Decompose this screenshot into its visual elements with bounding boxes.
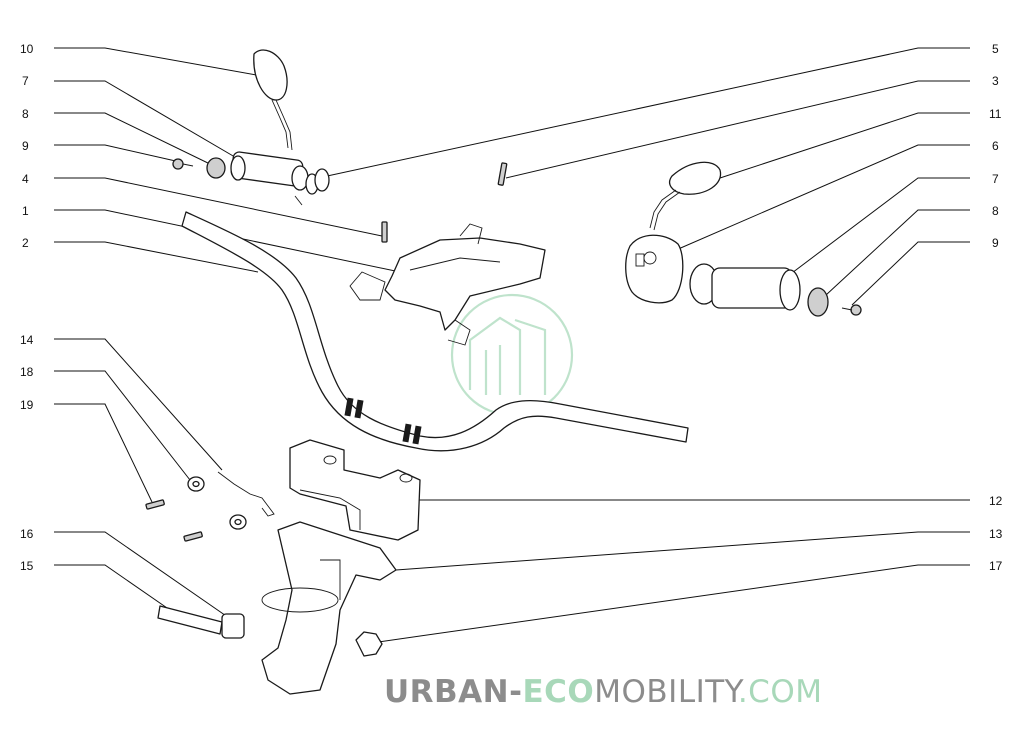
- callout-9-right: 9: [992, 236, 999, 250]
- callout-5: 5: [992, 42, 999, 56]
- brand-com: .COM: [737, 674, 823, 710]
- screw-part-4: [381, 221, 388, 243]
- callout-18: 18: [20, 365, 34, 379]
- cable-part-14: [217, 471, 275, 517]
- washer-part-18: [187, 476, 247, 530]
- nut-part-16: [221, 613, 245, 639]
- stem-head: [261, 521, 397, 695]
- brand-urban: URBAN-: [384, 674, 523, 710]
- callout-17: 17: [989, 559, 1003, 573]
- right-grip-assembly: [689, 263, 862, 317]
- callout-9: 9: [22, 139, 29, 153]
- right-callout-labels: 5 3 11 6 7 8 9 12 13 17: [989, 42, 1003, 573]
- callout-15: 15: [20, 559, 34, 573]
- callout-1: 1: [22, 204, 29, 218]
- screw-part-3: [497, 162, 508, 186]
- watermark-logo-mark: [450, 293, 574, 417]
- callout-7-right: 7: [992, 172, 999, 186]
- right-mirror: [649, 161, 722, 231]
- handlebar: [181, 211, 689, 452]
- callout-14: 14: [20, 333, 34, 347]
- left-callout-labels: 10 7 8 9 4 1 2 14 18 19 16 15: [20, 42, 34, 573]
- callout-2: 2: [22, 236, 29, 250]
- callout-3: 3: [992, 74, 999, 88]
- callout-16: 16: [20, 527, 34, 541]
- callout-8-right: 8: [992, 204, 999, 218]
- callout-7: 7: [22, 74, 29, 88]
- callout-19: 19: [20, 398, 34, 412]
- callout-12: 12: [989, 494, 1003, 508]
- callout-6: 6: [992, 139, 999, 153]
- callout-4: 4: [22, 172, 29, 186]
- brand-eco: ECO: [522, 674, 595, 710]
- brand-mobility: MOBILITY: [594, 674, 738, 710]
- leader-lines: [54, 47, 970, 643]
- right-switch-housing: [625, 234, 684, 304]
- nut-part-17: [355, 631, 383, 657]
- callout-10: 10: [20, 42, 34, 56]
- callout-11: 11: [989, 107, 1002, 121]
- screw-part-19: [145, 499, 203, 542]
- handlebar-clamp: [289, 439, 421, 541]
- brand-watermark: URBAN-ECOMOBILITY.COM: [384, 674, 822, 710]
- callout-8: 8: [22, 107, 29, 121]
- callout-13: 13: [989, 527, 1003, 541]
- left-mirror: [253, 49, 293, 151]
- handlebar-bracket: [349, 223, 546, 346]
- bolt-part-15: [157, 605, 223, 635]
- throttle-ring-part-5: [314, 168, 330, 192]
